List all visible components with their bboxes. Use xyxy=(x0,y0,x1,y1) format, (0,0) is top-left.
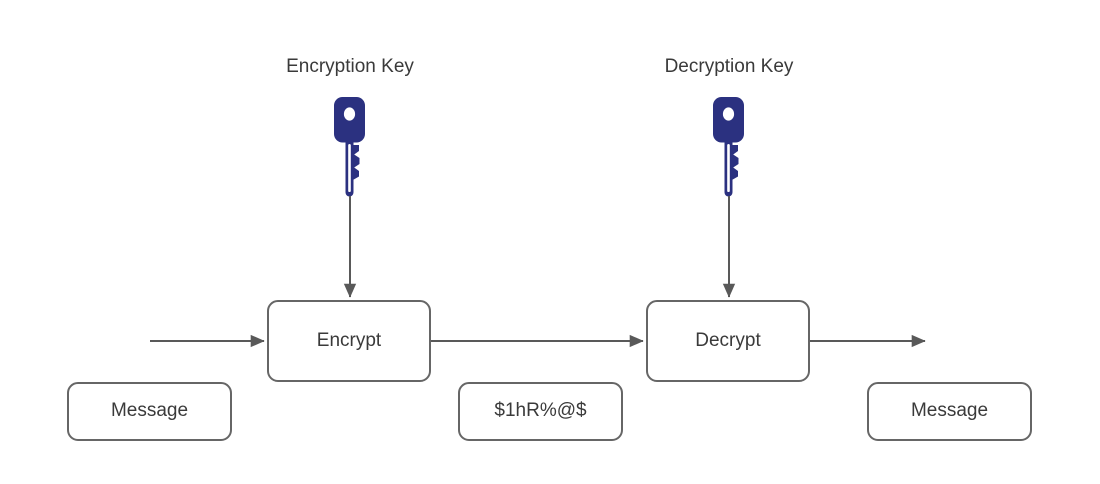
node-box-message-output[interactable] xyxy=(867,382,1032,441)
node-box-message-input[interactable] xyxy=(67,382,232,441)
node-box-encrypt[interactable] xyxy=(267,300,431,382)
key-icon-decryption xyxy=(713,97,744,197)
node-box-decrypt[interactable] xyxy=(646,300,810,382)
caption-encryption-key: Encryption Key xyxy=(286,56,414,77)
node-box-ciphertext[interactable] xyxy=(458,382,623,441)
key-icon-encryption xyxy=(334,97,365,197)
caption-decryption-key: Decryption Key xyxy=(664,56,794,77)
